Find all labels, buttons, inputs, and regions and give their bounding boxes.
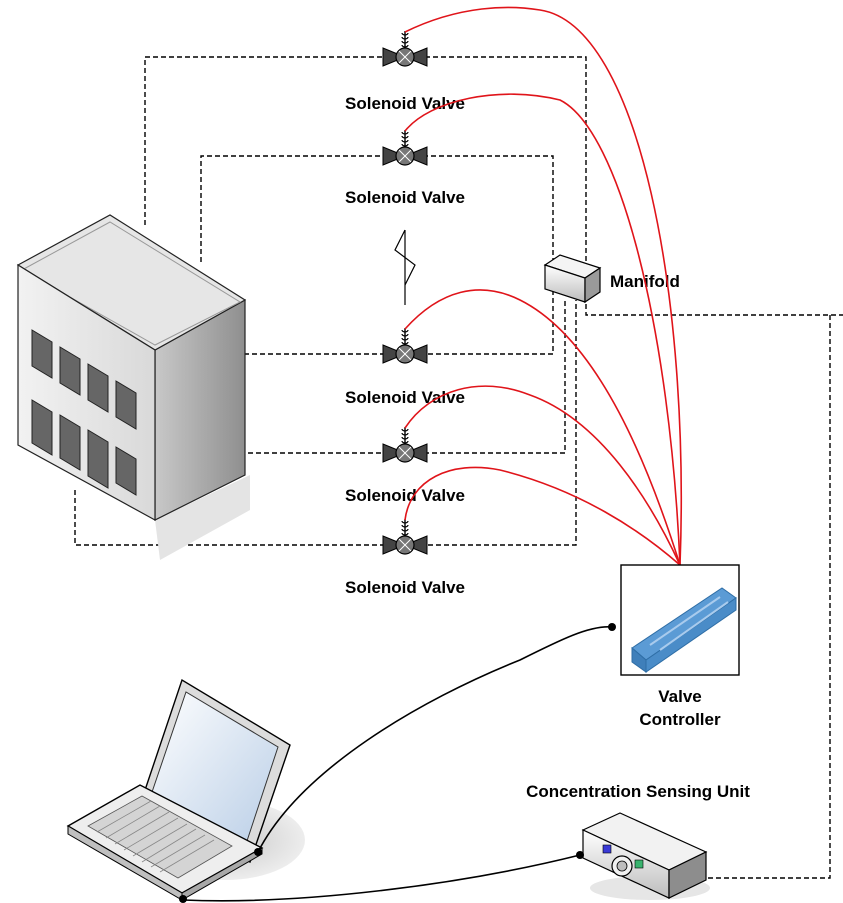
data-cables <box>179 623 616 903</box>
solenoid-valve-icon <box>382 426 428 463</box>
controller-label-line1: Valve <box>658 687 702 706</box>
solenoid-valve-icon <box>382 518 428 555</box>
valve-label-3: Solenoid Valve <box>345 388 465 407</box>
valve-label-4: Solenoid Valve <box>345 486 465 505</box>
valve-label-5: Solenoid Valve <box>345 578 465 597</box>
manifold-box-icon <box>543 254 602 304</box>
solenoid-valve-icon <box>382 30 428 67</box>
laptop-icon <box>66 678 305 901</box>
sensor-label: Concentration Sensing Unit <box>526 782 750 801</box>
solenoid-valve-icon <box>382 129 428 166</box>
valve-controller-icon <box>620 564 740 676</box>
control-wires <box>404 6 683 566</box>
valve-label-2: Solenoid Valve <box>345 188 465 207</box>
sensor-unit-icon <box>581 812 710 900</box>
valve-label-1: Solenoid Valve <box>345 94 465 113</box>
solenoid-valve-icon <box>382 327 428 364</box>
building-icon <box>16 214 250 560</box>
controller-label-line2: Controller <box>639 710 721 729</box>
